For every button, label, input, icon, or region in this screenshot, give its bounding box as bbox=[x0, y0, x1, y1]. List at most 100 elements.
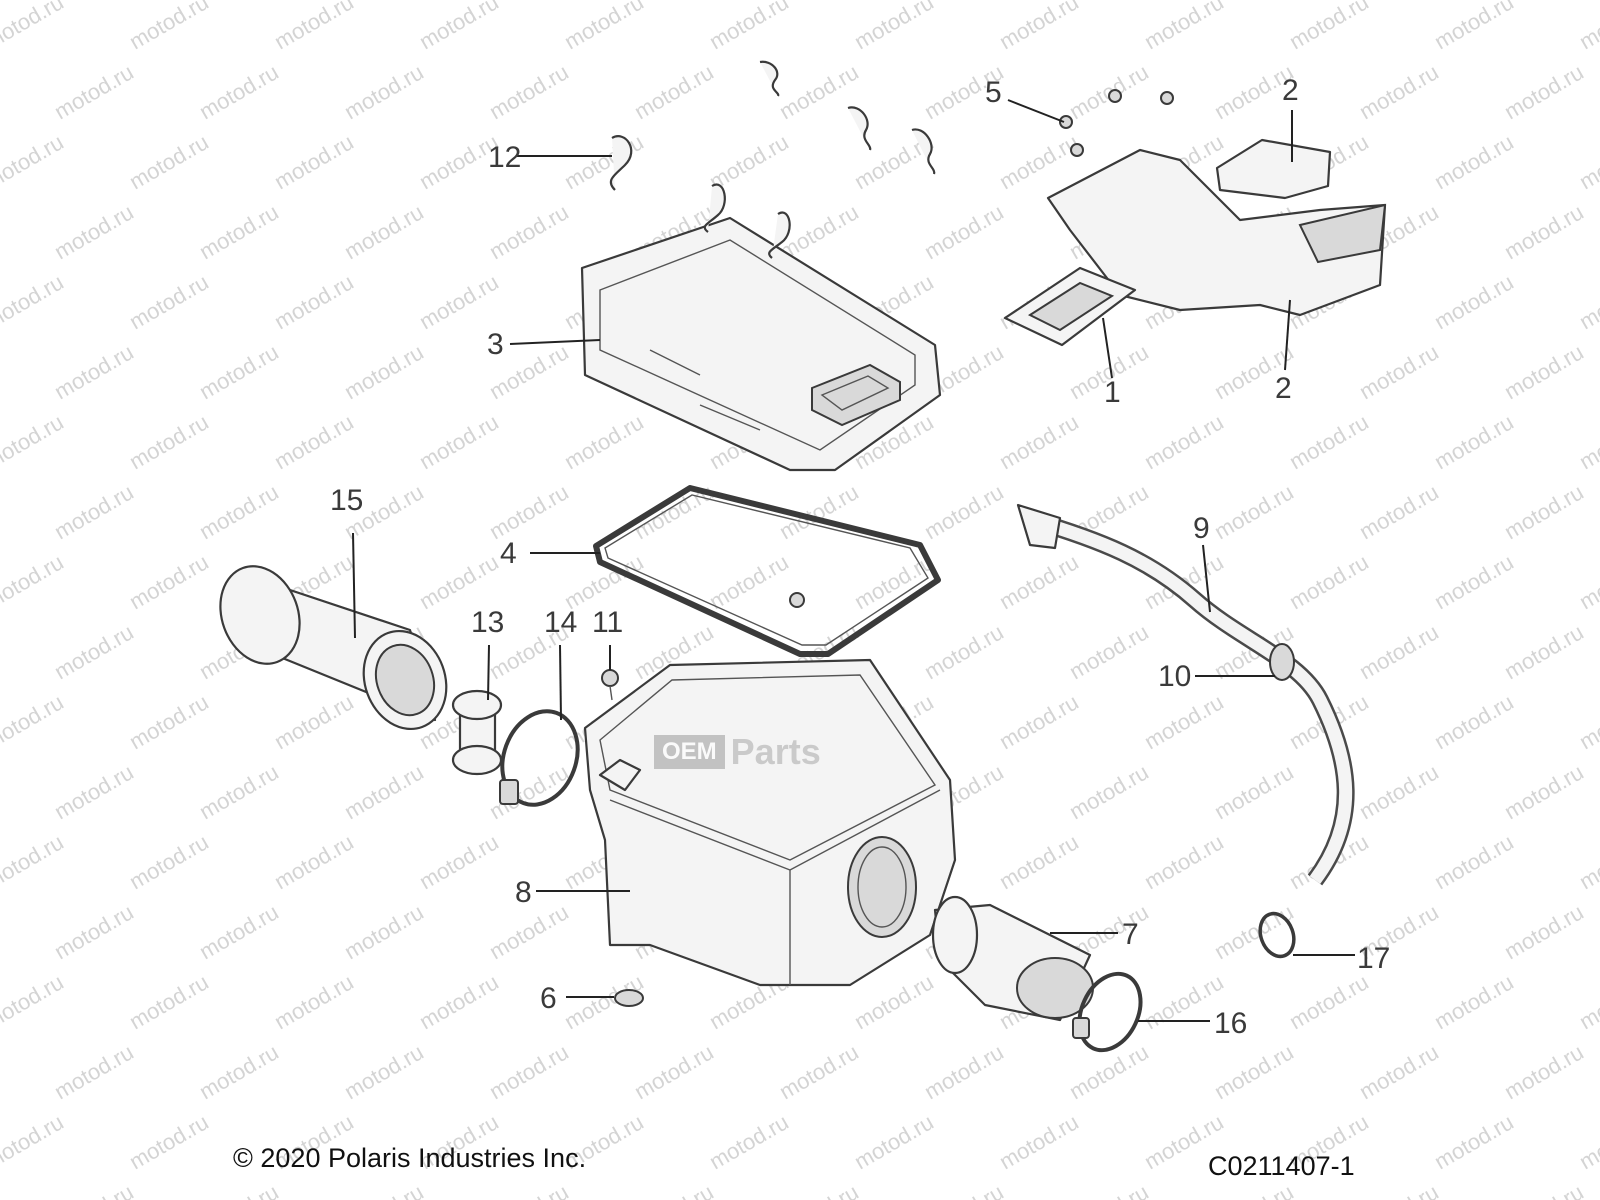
parts-logo-text: Parts bbox=[730, 731, 821, 772]
callout-labels: 12 5 2 2 1 3 4 15 13 14 11 8 6 7 16 17 9… bbox=[330, 74, 1390, 1040]
watermark-text: motod.ru bbox=[1575, 1109, 1600, 1174]
watermark-text: motod.ru bbox=[485, 199, 573, 264]
watermark-text: motod.ru bbox=[775, 1039, 863, 1104]
watermark-text: motod.ru bbox=[995, 1109, 1083, 1174]
watermark-text: motod.ru bbox=[195, 1179, 283, 1200]
watermark-text: motod.ru bbox=[195, 899, 283, 964]
watermark-text: motod.ru bbox=[50, 1179, 138, 1200]
watermark-text: motod.ru bbox=[0, 549, 68, 614]
watermark-text: motod.ru bbox=[270, 829, 358, 894]
leader-lines bbox=[352, 99, 1355, 1022]
watermark-text: motod.ru bbox=[1430, 409, 1518, 474]
watermark-text: motod.ru bbox=[415, 409, 503, 474]
watermark-text: motod.ru bbox=[995, 129, 1083, 194]
watermark-text: motod.ru bbox=[270, 969, 358, 1034]
watermark-text: motod.ru bbox=[920, 1039, 1008, 1104]
watermark-text: motod.ru bbox=[485, 479, 573, 544]
watermark-text: motod.ru bbox=[1285, 969, 1373, 1034]
watermark-text: motod.ru bbox=[340, 59, 428, 124]
watermark-text: motod.ru bbox=[705, 549, 793, 614]
watermark-text: motod.ru bbox=[1140, 829, 1228, 894]
watermark-text: motod.ru bbox=[125, 129, 213, 194]
callout-4: 4 bbox=[500, 537, 517, 570]
watermark-text: motod.ru bbox=[1430, 829, 1518, 894]
callout-10: 10 bbox=[1158, 660, 1191, 693]
callout-3: 3 bbox=[487, 328, 504, 361]
watermark-text: motod.ru bbox=[50, 339, 138, 404]
watermark-text: motod.ru bbox=[1430, 0, 1518, 54]
watermark-text: motod.ru bbox=[125, 829, 213, 894]
watermark-text: motod.ru bbox=[415, 549, 503, 614]
watermark-text: motod.ru bbox=[630, 1039, 718, 1104]
watermark-text: motod.ru bbox=[415, 269, 503, 334]
watermark-text: motod.ru bbox=[1575, 829, 1600, 894]
watermark-text: motod.ru bbox=[340, 759, 428, 824]
airbox-base-part bbox=[583, 658, 957, 987]
oem-logo-text: OEM bbox=[654, 735, 725, 769]
watermark-text: motod.ru bbox=[270, 409, 358, 474]
nut-part bbox=[614, 989, 644, 1007]
watermark-text: motod.ru bbox=[195, 199, 283, 264]
watermark-text: motod.ru bbox=[415, 0, 503, 54]
watermark-text: motod.ru bbox=[1355, 59, 1443, 124]
outlet-clamp-part bbox=[1072, 971, 1143, 1053]
watermark-text: motod.ru bbox=[775, 59, 863, 124]
air-filter-part bbox=[219, 565, 448, 731]
airbox-seal-part bbox=[593, 485, 941, 657]
watermark-text: motod.ru bbox=[270, 129, 358, 194]
watermark-text: motod.ru bbox=[1355, 759, 1443, 824]
watermark-text: motod.ru bbox=[995, 829, 1083, 894]
watermark-text: motod.ru bbox=[0, 409, 68, 474]
callout-15: 15 bbox=[330, 484, 363, 517]
watermark-text: motod.ru bbox=[1355, 619, 1443, 684]
hose-clamp-part bbox=[1258, 911, 1296, 959]
watermark-text: motod.ru bbox=[195, 1039, 283, 1104]
watermark-text: motod.ru bbox=[1140, 409, 1228, 474]
watermark-text: motod.ru bbox=[485, 1179, 573, 1200]
callout-2-top: 2 bbox=[1282, 74, 1299, 107]
callout-9: 9 bbox=[1193, 512, 1210, 545]
watermark-text: motod.ru bbox=[705, 0, 793, 54]
copyright-notice: © 2020 Polaris Industries Inc. bbox=[233, 1143, 587, 1173]
watermark-text: motod.ru bbox=[125, 549, 213, 614]
watermark-text: motod.ru bbox=[195, 59, 283, 124]
breather-clamp-part bbox=[1269, 643, 1295, 681]
watermark-text: motod.ru bbox=[1065, 759, 1153, 824]
watermark-text: motod.ru bbox=[1575, 269, 1600, 334]
watermark-text: motod.ru bbox=[340, 1039, 428, 1104]
watermark-text: motod.ru bbox=[50, 1039, 138, 1104]
watermark-text: motod.ru bbox=[415, 829, 503, 894]
watermark-text: motod.ru bbox=[125, 969, 213, 1034]
watermark-text: motod.ru bbox=[50, 759, 138, 824]
watermark-text: motod.ru bbox=[340, 899, 428, 964]
watermark-text: motod.ru bbox=[1355, 1039, 1443, 1104]
watermark-text: motod.ru bbox=[1140, 0, 1228, 54]
watermark-text: motod.ru bbox=[1575, 129, 1600, 194]
watermark-text: motod.ru bbox=[850, 0, 938, 54]
watermark-text: motod.ru bbox=[560, 0, 648, 54]
watermark-text: motod.ru bbox=[340, 339, 428, 404]
watermark-text: motod.ru bbox=[0, 0, 68, 54]
watermark-text: motod.ru bbox=[1065, 1179, 1153, 1200]
watermark-text: motod.ru bbox=[1355, 339, 1443, 404]
callout-5: 5 bbox=[985, 76, 1002, 109]
watermark-text: motod.ru bbox=[705, 1109, 793, 1174]
watermark-text: motod.ru bbox=[50, 899, 138, 964]
watermark-text: motod.ru bbox=[125, 409, 213, 474]
watermark-text: motod.ru bbox=[0, 129, 68, 194]
callout-7: 7 bbox=[1122, 918, 1139, 951]
watermark-text: motod.ru bbox=[1065, 59, 1153, 124]
watermark-text: motod.ru bbox=[50, 199, 138, 264]
inlet-duct-part bbox=[1046, 138, 1387, 317]
watermark-text: motod.ru bbox=[485, 59, 573, 124]
duct-gasket-part bbox=[1003, 266, 1137, 347]
filter-clamp-part bbox=[499, 709, 580, 807]
watermark-text: motod.ru bbox=[125, 269, 213, 334]
watermark-text: motod.ru bbox=[0, 1109, 68, 1174]
watermark-text: motod.ru bbox=[995, 549, 1083, 614]
watermark-text: motod.ru bbox=[1500, 619, 1588, 684]
watermark-text: motod.ru bbox=[920, 199, 1008, 264]
watermark-text: motod.ru bbox=[1500, 479, 1588, 544]
watermark-text: motod.ru bbox=[1500, 899, 1588, 964]
